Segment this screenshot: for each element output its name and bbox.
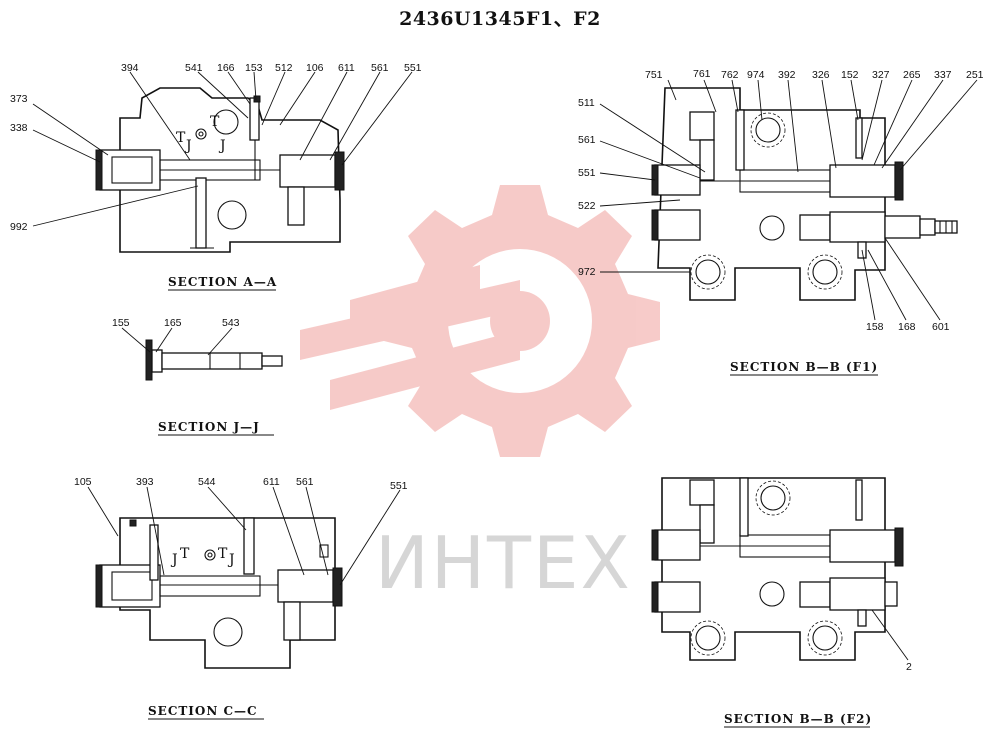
watermark-logo bbox=[300, 185, 660, 457]
section-c-c-leaders bbox=[87, 486, 401, 586]
marker-j: J bbox=[170, 552, 178, 568]
label-part: 543 bbox=[222, 317, 240, 329]
label-part: 394 bbox=[121, 62, 139, 74]
section-c-c-drawing bbox=[95, 517, 343, 669]
section-j-j-drawing bbox=[145, 339, 283, 381]
section-b-b-f1-leaders bbox=[599, 79, 978, 321]
label-part: 106 bbox=[306, 62, 324, 74]
label-part: 551 bbox=[404, 62, 422, 74]
section-b-b-f2-drawing bbox=[651, 477, 904, 661]
section-caption: SECTION J—J bbox=[158, 420, 260, 434]
label-part: 165 bbox=[164, 317, 182, 329]
label-part: 551 bbox=[578, 167, 596, 179]
label-part: 393 bbox=[136, 476, 154, 488]
label-part: 611 bbox=[263, 476, 280, 488]
label-part: 601 bbox=[932, 321, 950, 333]
section-caption: SECTION B—B (F1) bbox=[730, 360, 878, 374]
marker-j: J bbox=[218, 138, 226, 154]
label-part: 327 bbox=[872, 69, 890, 81]
marker-t: T bbox=[218, 546, 228, 562]
label-part: 751 bbox=[645, 69, 663, 81]
watermark-text: ИНТЕХ bbox=[375, 521, 632, 605]
label-part: 972 bbox=[578, 266, 596, 278]
label-part: 541 bbox=[185, 62, 203, 74]
label-part: 158 bbox=[866, 321, 884, 333]
label-part: 326 bbox=[812, 69, 830, 81]
label-part: 153 bbox=[245, 62, 263, 74]
label-part: 561 bbox=[578, 134, 596, 146]
label-part: 561 bbox=[371, 62, 389, 74]
label-part: 338 bbox=[10, 122, 28, 134]
section-caption: SECTION C—C bbox=[148, 704, 258, 718]
section-a-a-leaders bbox=[32, 71, 413, 227]
marker-j: J bbox=[227, 552, 235, 568]
marker-j: J bbox=[184, 138, 192, 154]
label-part: 761 bbox=[693, 68, 711, 80]
label-part: 373 bbox=[10, 93, 28, 105]
label-part: 611 bbox=[338, 62, 355, 74]
section-b-b-f2-leaders bbox=[871, 609, 909, 661]
label-part: 551 bbox=[390, 480, 408, 492]
label-part: 762 bbox=[721, 69, 739, 81]
label-part: 522 bbox=[578, 200, 596, 212]
document-title: 2436U1345F1、F2 bbox=[399, 8, 601, 30]
label-part: 544 bbox=[198, 476, 216, 488]
label-part: 166 bbox=[217, 62, 235, 74]
label-part: 155 bbox=[112, 317, 130, 329]
marker-t: T bbox=[210, 114, 220, 130]
label-part: 265 bbox=[903, 69, 921, 81]
section-b-b-f1-drawing bbox=[651, 87, 958, 301]
label-part: 974 bbox=[747, 69, 765, 81]
label-part: 392 bbox=[778, 69, 796, 81]
label-part: 337 bbox=[934, 69, 952, 81]
label-part: 992 bbox=[10, 221, 28, 233]
label-part: 2 bbox=[906, 661, 912, 673]
section-a-a-drawing bbox=[95, 87, 345, 253]
section-caption: SECTION A—A bbox=[168, 275, 277, 289]
label-part: 168 bbox=[898, 321, 916, 333]
label-part: 251 bbox=[966, 69, 984, 81]
marker-t: T bbox=[180, 546, 190, 562]
section-caption: SECTION B—B (F2) bbox=[724, 712, 872, 726]
section-j-j-leaders bbox=[121, 327, 233, 356]
label-part: 512 bbox=[275, 62, 293, 74]
label-part: 152 bbox=[841, 69, 859, 81]
label-part: 105 bbox=[74, 476, 92, 488]
marker-t: T bbox=[176, 130, 186, 146]
label-part: 561 bbox=[296, 476, 314, 488]
label-part: 511 bbox=[578, 97, 595, 109]
